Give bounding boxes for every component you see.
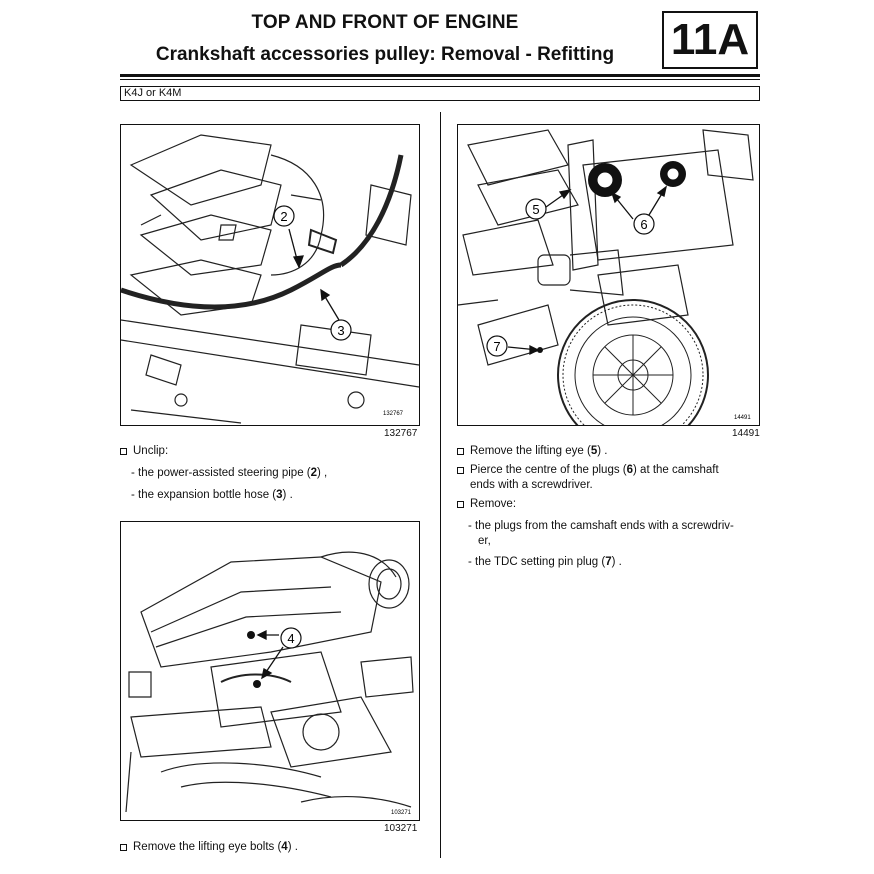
callout-2: 2 bbox=[280, 209, 287, 224]
engine-illustration-2: 4 103271 bbox=[125, 551, 414, 816]
header-rule bbox=[120, 74, 760, 77]
figure-3-camshaft-plugs: 5 6 7 14491 bbox=[457, 124, 760, 426]
callout-5: 5 bbox=[532, 202, 539, 217]
callout-6: 6 bbox=[640, 217, 647, 232]
remove-bolts-instruction: Remove the lifting eye bolts (4) . bbox=[120, 840, 298, 855]
column-divider bbox=[440, 112, 441, 858]
remove-item-2-end: ) . bbox=[611, 556, 622, 568]
ref-6: 6 bbox=[626, 464, 634, 476]
pierce-text-b: ) at the camshaft bbox=[633, 464, 719, 476]
figure-1-inner-number: 132767 bbox=[383, 411, 404, 417]
ref-2: 2 bbox=[310, 467, 318, 479]
checkbox-bullet bbox=[120, 448, 127, 455]
remove-lifting-eye: Remove the lifting eye (5) . bbox=[457, 444, 762, 459]
ref-7: 7 bbox=[605, 556, 612, 568]
chapter-badge: 11A bbox=[662, 11, 758, 69]
unclip-label: Unclip: bbox=[133, 445, 169, 457]
remove-eye-text: Remove the lifting eye ( bbox=[470, 445, 591, 457]
unclip-item-1: the power-assisted steering pipe ( bbox=[138, 467, 311, 479]
remove-item-1-cont: er, bbox=[478, 535, 491, 547]
figure-2-lifting-eye-bolts: 4 103271 bbox=[120, 521, 420, 821]
header-rule-thin bbox=[120, 79, 760, 80]
callout-4: 4 bbox=[287, 631, 294, 646]
figure-1-number: 132767 bbox=[384, 428, 418, 439]
unclip-item-2: the expansion bottle hose ( bbox=[138, 489, 277, 501]
remove-item-1: - the plugs from the camshaft ends with … bbox=[468, 520, 734, 532]
remove-item-1-text: the plugs from the camshaft ends with a … bbox=[475, 520, 734, 532]
right-instructions: Remove the lifting eye (5) . Pierce the … bbox=[457, 444, 762, 570]
engine-applicability: K4J or K4M bbox=[120, 86, 760, 101]
unclip-item-1-end: ) , bbox=[317, 467, 328, 479]
unclip-block: Unclip: - the power-assisted steering pi… bbox=[120, 444, 430, 503]
pierce-line-2: ends with a screwdriver. bbox=[470, 479, 593, 491]
ref-3: 3 bbox=[276, 489, 283, 501]
pierce-text-a: Pierce the centre of the plugs ( bbox=[470, 464, 627, 476]
callout-3-circle bbox=[330, 319, 352, 341]
figure-2-number: 103271 bbox=[384, 823, 418, 834]
checkbox-bullet bbox=[120, 844, 127, 851]
callout-2-circle bbox=[273, 205, 295, 227]
figure-3-number: 14491 bbox=[732, 428, 760, 439]
figure-3-inner-number: 14491 bbox=[734, 415, 751, 421]
checkbox-bullet bbox=[457, 501, 464, 508]
page-title: TOP AND FRONT OF ENGINE bbox=[251, 12, 519, 33]
engine-illustration-1: 2 3 132767 bbox=[121, 134, 419, 424]
ref-4: 4 bbox=[281, 841, 288, 853]
checkbox-bullet bbox=[457, 467, 464, 474]
engine-illustration-3: 5 6 7 14491 bbox=[458, 129, 754, 425]
remove-item-2: - the TDC setting pin plug (7) . bbox=[468, 556, 622, 568]
callout-7: 7 bbox=[493, 339, 500, 354]
unclip-item-2-end: ) . bbox=[282, 489, 293, 501]
remove-bolts-end: ) . bbox=[287, 841, 298, 853]
callout-3: 3 bbox=[337, 323, 344, 338]
checkbox-bullet bbox=[457, 448, 464, 455]
remove-eye-end: ) . bbox=[597, 445, 608, 457]
figure-1-engine-hoses: 2 3 132767 bbox=[120, 124, 420, 426]
page-subtitle: Crankshaft accessories pulley: Removal -… bbox=[155, 44, 615, 65]
figure-2-inner-number: 103271 bbox=[391, 810, 412, 816]
pierce-plugs: Pierce the centre of the plugs (6) at th… bbox=[457, 463, 762, 478]
remove-bolts-text: Remove the lifting eye bolts ( bbox=[133, 841, 282, 853]
remove-label: Remove: bbox=[470, 498, 517, 510]
remove-heading: Remove: bbox=[457, 497, 762, 512]
remove-item-2-text: the TDC setting pin plug ( bbox=[475, 556, 606, 568]
ref-5: 5 bbox=[590, 445, 598, 457]
